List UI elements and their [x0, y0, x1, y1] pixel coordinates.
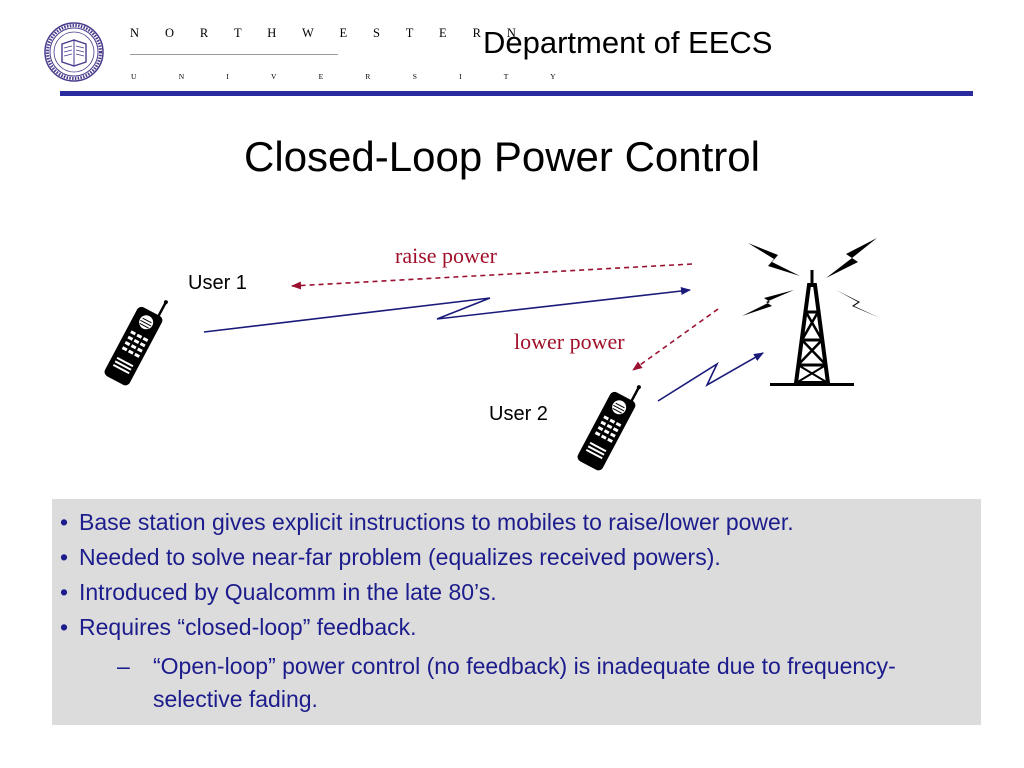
bullet-dot: •: [60, 544, 69, 570]
bullet-item: • Needed to solve near-far problem (equal…: [60, 540, 975, 575]
bullet-text: Needed to solve near-far problem (equali…: [79, 544, 721, 570]
user1-label: User 1: [188, 272, 247, 294]
bullet-item: • Base station gives explicit instruction…: [60, 505, 975, 540]
bullet-text: Requires “closed-loop” feedback.: [79, 614, 417, 640]
sub-bullet-dash: –: [117, 653, 130, 679]
user2-phone-icon: [577, 385, 641, 471]
user1-uplink-arrow: [203, 287, 691, 333]
university-subtitle: U N I V E R S I T Y: [131, 72, 576, 81]
power-control-diagram: raise power lower power User 1 User 2: [104, 238, 880, 471]
bullet-item: • Introduced by Qualcomm in the late 80’s…: [60, 575, 975, 610]
bullet-text: Introduced by Qualcomm in the late 80’s.: [79, 579, 497, 605]
raise-power-label: raise power: [395, 243, 498, 268]
bullet-dot: •: [60, 579, 69, 605]
university-name: N O R T H W E S T E R N: [130, 26, 528, 40]
lower-power-label: lower power: [514, 329, 625, 354]
bullet-panel: [52, 499, 981, 725]
bullet-text: Base station gives explicit instructions…: [79, 509, 794, 535]
bullet-dot: •: [60, 614, 69, 640]
bullet-dot: •: [60, 509, 69, 535]
header-rule: [60, 91, 973, 96]
slide-title: Closed-Loop Power Control: [244, 133, 760, 180]
raise-power-arrow: [291, 263, 693, 290]
department-label: Department of EECS: [483, 25, 773, 60]
logo-divider: [130, 54, 338, 55]
university-seal: [44, 22, 104, 82]
user2-uplink-arrow: [657, 352, 764, 402]
sub-bullet-text: “Open-loop” power control (no feedback) …: [153, 653, 896, 712]
user1-phone-icon: [104, 300, 168, 386]
signal-bolts-icon: [742, 238, 880, 318]
user2-label: User 2: [489, 403, 548, 425]
bullet-item: • Requires “closed-loop” feedback.: [60, 610, 975, 645]
bullet-list: • Base station gives explicit instruction…: [60, 505, 975, 645]
lower-power-arrow: [632, 308, 719, 371]
base-station-tower-icon: [770, 270, 854, 386]
